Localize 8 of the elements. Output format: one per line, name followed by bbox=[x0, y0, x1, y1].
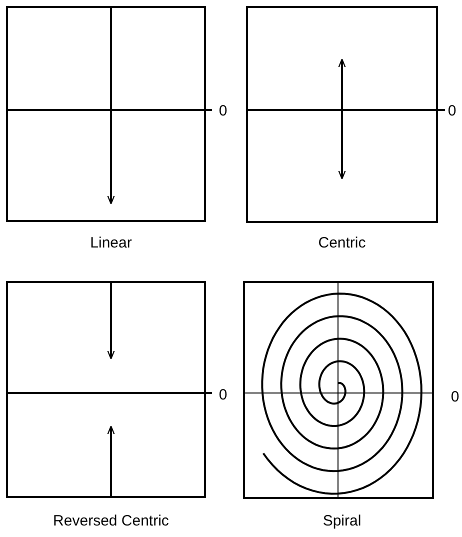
axis-zero-label: 0 bbox=[218, 104, 228, 118]
panel-caption: Centric bbox=[318, 236, 366, 250]
panel-caption: Linear bbox=[90, 236, 132, 250]
axis-zero-label: 0 bbox=[450, 390, 460, 404]
panel-caption: Reversed Centric bbox=[53, 514, 169, 528]
axis-zero-label: 0 bbox=[448, 104, 456, 118]
axis-zero-label: 0 bbox=[218, 388, 228, 402]
panel-caption: Spiral bbox=[322, 514, 362, 528]
